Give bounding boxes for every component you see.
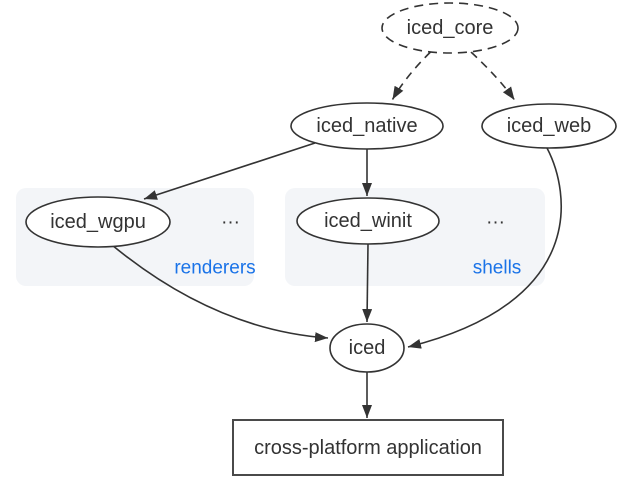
shells-group-label: shells xyxy=(472,257,522,279)
node-iced-web-shape xyxy=(481,103,617,149)
node-iced-native-label: iced_native xyxy=(316,115,418,137)
edge-iced-core-to-iced-web xyxy=(470,51,516,101)
shells-ellipsis-label: ... xyxy=(486,207,506,229)
node-iced-core-shape xyxy=(381,2,519,54)
node-iced-winit-label: iced_winit xyxy=(324,210,412,232)
edge-iced-winit-to-iced xyxy=(362,243,373,323)
node-iced-wgpu-shape xyxy=(25,196,171,248)
node-iced-label: iced xyxy=(348,337,386,359)
node-iced-web-label: iced_web xyxy=(506,115,592,137)
node-iced-wgpu-label: iced_wgpu xyxy=(50,211,146,233)
node-iced-shape xyxy=(329,323,405,373)
edge-iced-wgpu-to-iced xyxy=(111,244,329,343)
node-application-label: cross-platform application xyxy=(254,437,482,459)
renderers-group-label: renderers xyxy=(174,257,256,279)
renderers-ellipsis-label: ... xyxy=(221,207,241,229)
edge-iced-core-to-iced-native xyxy=(391,51,432,100)
node-iced-native-shape xyxy=(290,102,444,150)
node-application-shape xyxy=(232,419,504,476)
edge-iced-web-to-iced xyxy=(407,147,563,349)
node-iced-core-label: iced_core xyxy=(406,17,494,39)
edge-iced-native-to-iced-wgpu xyxy=(143,142,316,200)
node-iced-winit-shape xyxy=(296,197,440,245)
